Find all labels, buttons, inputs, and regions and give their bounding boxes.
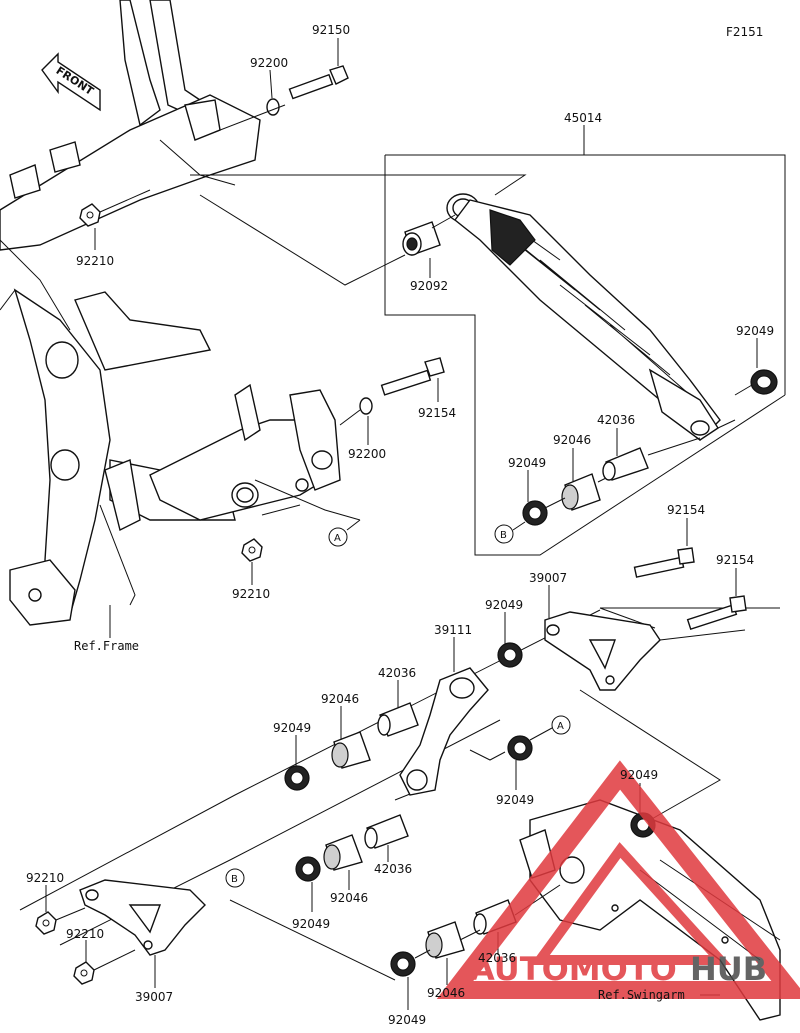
bearing-92046-shock bbox=[561, 473, 601, 511]
label-92210-mid: 92210 bbox=[232, 587, 270, 601]
figure-code: F2151 bbox=[726, 25, 763, 39]
frame-mid-drawing bbox=[0, 288, 236, 626]
bolt-92154-right1 bbox=[633, 547, 695, 578]
svg-text:A: A bbox=[557, 721, 564, 732]
bearing-92046-lower bbox=[323, 834, 363, 871]
callout-a-mid: A bbox=[328, 527, 348, 547]
callout-b-lower: B bbox=[225, 868, 245, 888]
label-ref-swingarm: Ref.Swingarm bbox=[598, 988, 685, 1002]
label-92200-mid: 92200 bbox=[348, 447, 386, 461]
label-92049-lower-left: 92049 bbox=[292, 917, 330, 931]
watermark-text-dark: HUB bbox=[690, 950, 767, 988]
label-42036-link: 42036 bbox=[378, 666, 416, 680]
svg-text:A: A bbox=[334, 533, 341, 544]
label-42036-bottom: 42036 bbox=[478, 951, 516, 965]
nut-92210-bl1 bbox=[35, 911, 57, 935]
frame-bracket-drawing bbox=[149, 383, 341, 521]
label-39007-top: 39007 bbox=[529, 571, 567, 585]
label-92150: 92150 bbox=[312, 23, 350, 37]
label-92046-lower: 92046 bbox=[330, 891, 368, 905]
bolt-92154-right2 bbox=[686, 595, 747, 631]
washer-92200-top bbox=[266, 98, 280, 116]
seal-92049-lower-left bbox=[295, 856, 321, 882]
label-92210-bl2: 92210 bbox=[66, 927, 104, 941]
label-92046-shock: 92046 bbox=[553, 433, 591, 447]
label-92154-right1: 92154 bbox=[667, 503, 705, 517]
seal-92049-bottom bbox=[390, 951, 416, 977]
bushing-92092 bbox=[402, 221, 441, 256]
seal-92049-rocker bbox=[497, 642, 523, 668]
label-92046-link: 92046 bbox=[321, 692, 359, 706]
bolt-92150 bbox=[288, 65, 349, 100]
bearing-92046-bottom bbox=[425, 921, 465, 959]
label-92049-shock: 92049 bbox=[736, 324, 774, 338]
automotohub-watermark: AUTOMOTO HUB bbox=[436, 760, 800, 999]
label-92049-shock-lower: 92049 bbox=[508, 456, 546, 470]
nut-92210-top bbox=[79, 203, 101, 227]
label-92049-link-right: 92049 bbox=[496, 793, 534, 807]
label-ref-frame: Ref.Frame bbox=[74, 639, 139, 653]
label-92049-rocker: 92049 bbox=[485, 598, 523, 612]
label-92154-mid: 92154 bbox=[418, 406, 456, 420]
label-92154-right2: 92154 bbox=[716, 553, 754, 567]
label-92046-bottom: 92046 bbox=[427, 986, 465, 1000]
svg-text:B: B bbox=[231, 874, 238, 885]
label-45014: 45014 bbox=[564, 111, 602, 125]
label-92049-swing: 92049 bbox=[620, 768, 658, 782]
seal-92049-shock bbox=[750, 369, 778, 395]
plate-39007-top bbox=[544, 611, 661, 691]
bearing-92046-link bbox=[331, 731, 371, 769]
callout-a-link: A bbox=[551, 715, 571, 735]
watermark-text-red: AUTOMOTO bbox=[470, 950, 677, 988]
seal-92049-link-right bbox=[507, 735, 533, 761]
front-arrow-icon: FRONT bbox=[41, 52, 101, 112]
label-92049-bottom: 92049 bbox=[388, 1013, 426, 1027]
label-39007-bottom: 39007 bbox=[135, 990, 173, 1004]
plate-39007-bottom bbox=[79, 879, 206, 956]
seal-92049-shock-lower bbox=[522, 500, 548, 526]
nut-92210-bl2 bbox=[73, 961, 95, 985]
collar-42036-shock bbox=[602, 447, 649, 481]
collar-42036-lower bbox=[364, 814, 409, 849]
shock-absorber-45014 bbox=[446, 193, 721, 441]
label-39111: 39111 bbox=[434, 623, 472, 637]
link-39111 bbox=[399, 667, 489, 796]
label-92210-top: 92210 bbox=[76, 254, 114, 268]
nut-92210-mid bbox=[241, 538, 263, 562]
svg-text:B: B bbox=[500, 530, 507, 541]
collar-42036-link bbox=[377, 702, 419, 737]
label-42036-lower: 42036 bbox=[374, 862, 412, 876]
label-92200-top: 92200 bbox=[250, 56, 288, 70]
callout-b-shock: B bbox=[494, 524, 514, 544]
label-92049-link-left: 92049 bbox=[273, 721, 311, 735]
washer-92200-mid bbox=[359, 397, 373, 415]
frame-upper-drawing bbox=[0, 0, 261, 331]
label-92092: 92092 bbox=[410, 279, 448, 293]
label-42036-shock: 42036 bbox=[597, 413, 635, 427]
bolt-92154-mid bbox=[380, 357, 445, 396]
label-92210-bl1: 92210 bbox=[26, 871, 64, 885]
seal-92049-link-left bbox=[284, 765, 310, 791]
